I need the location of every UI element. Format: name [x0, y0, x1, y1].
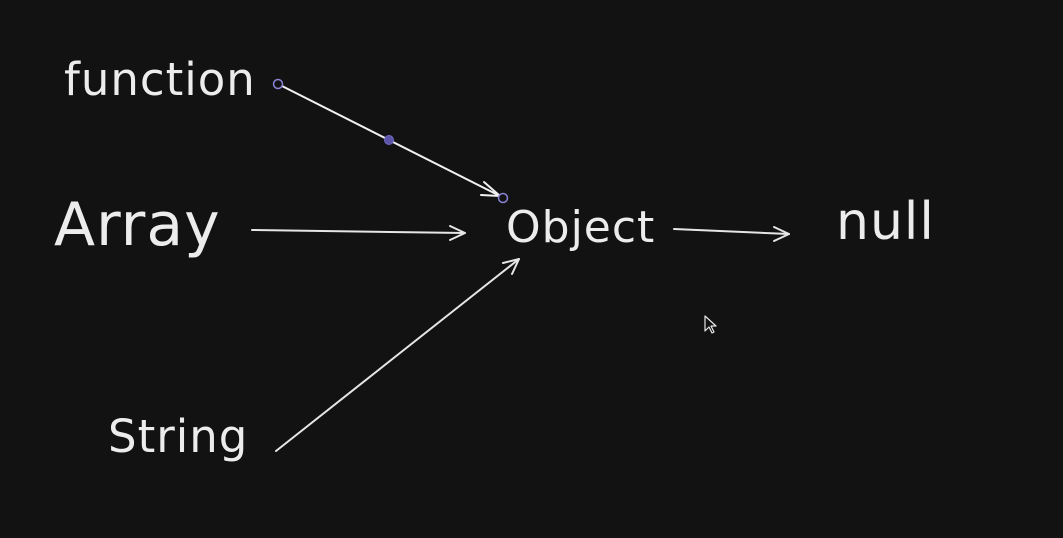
- edge-function-to-object[interactable]: [272, 78, 509, 204]
- selection-handle-mid[interactable]: [384, 135, 394, 145]
- node-string[interactable]: String: [108, 410, 249, 463]
- selection-handle-start[interactable]: [272, 78, 284, 90]
- selection-handle-end[interactable]: [497, 192, 509, 204]
- node-object[interactable]: Object: [506, 202, 656, 253]
- edge-array-to-object[interactable]: [251, 225, 466, 241]
- mouse-pointer-icon: [704, 315, 717, 334]
- node-array[interactable]: Array: [54, 190, 221, 260]
- node-null[interactable]: null: [836, 192, 935, 252]
- edge-object-to-null[interactable]: [673, 226, 790, 242]
- edge-string-to-object[interactable]: [275, 258, 520, 452]
- node-function[interactable]: function: [64, 53, 256, 106]
